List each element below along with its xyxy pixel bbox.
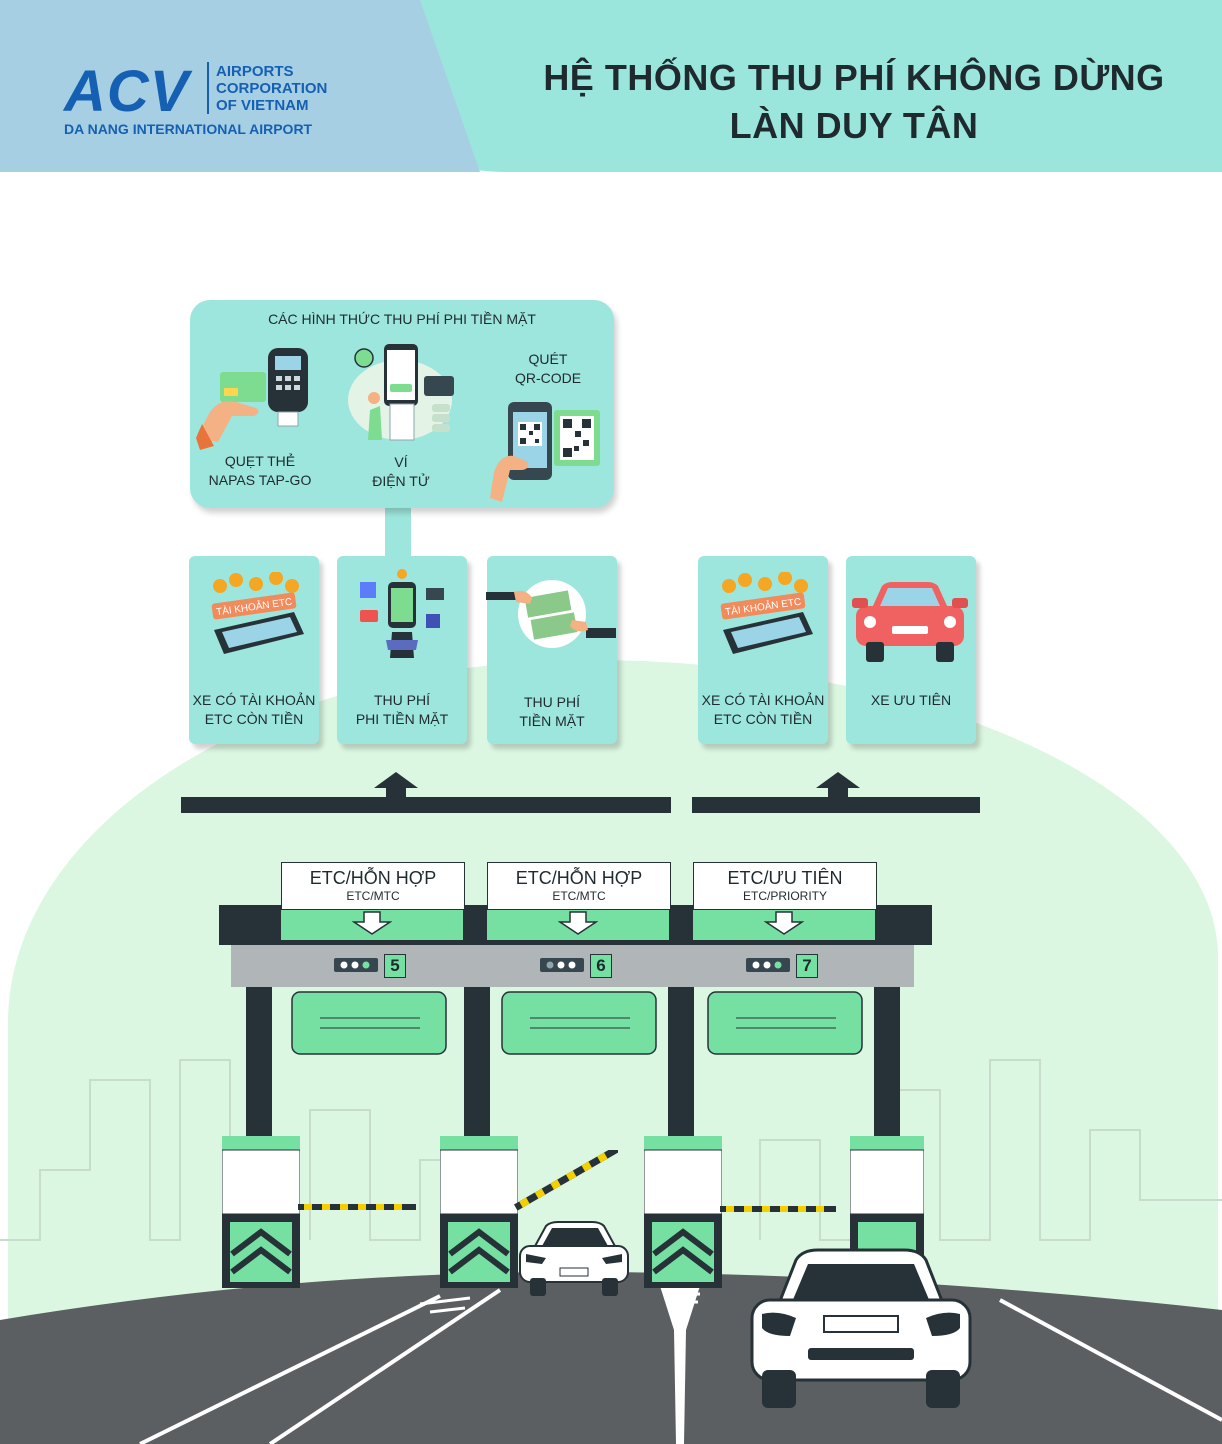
lane-number-6: 6 [590, 954, 612, 978]
title-line-2: LÀN DUY TÂN [729, 105, 979, 146]
lane-panel [501, 991, 657, 1055]
method-card-line1: QUẸT THẺ [224, 453, 296, 469]
logo-subtitle: AIRPORTS CORPORATION OF VIETNAM [216, 63, 328, 114]
card-tap-icon [196, 348, 308, 450]
card-1-line2: ETC CÒN TIỀN [204, 711, 304, 727]
down-arrow-icon [352, 911, 392, 935]
lane-card-label: XE CÓ TÀI KHOẢN ETC CÒN TIỀN [189, 691, 319, 729]
barrier-arm-raised [514, 1150, 618, 1211]
flow-bar-right [692, 797, 980, 813]
card-2-line1: THU PHÍ [374, 692, 430, 708]
booth-sign-7: ETC/ƯU TIÊN ETC/PRIORITY [693, 862, 877, 910]
flow-bar-left [181, 797, 671, 813]
method-qr-line2: QR-CODE [514, 370, 582, 386]
booth-sign-sub: ETC/PRIORITY [742, 889, 827, 903]
lane-card-label: XE CÓ TÀI KHOẢN ETC CÒN TIỀN [698, 691, 828, 729]
lane-card-label: THU PHÍ PHI TIỀN MẶT [337, 691, 467, 729]
panel-connector [385, 505, 411, 557]
barrier-arm [298, 1204, 416, 1210]
method-qr-line1: QUÉT [528, 351, 568, 367]
acv-logo: ACV [64, 59, 190, 124]
lamp-lights [546, 961, 576, 969]
method-card-line2: NAPAS TAP-GO [208, 472, 312, 488]
etc-account-phone-icon: TÀI KHOẢN ETC [211, 572, 304, 654]
priority-car-icon [852, 582, 968, 662]
barrier-arm [720, 1206, 836, 1212]
lamp-lights [340, 961, 370, 969]
page-title: HỆ THỐNG THU PHÍ KHÔNG DỪNG LÀN DUY TÂN [520, 54, 1188, 150]
airport-name: DA NANG INTERNATIONAL AIRPORT [64, 121, 313, 137]
booth-sign-main: ETC/ƯU TIÊN [727, 868, 843, 888]
card-4-line2: ETC CÒN TIỀN [713, 711, 813, 727]
card-3-line1: THU PHÍ [524, 694, 580, 710]
booth-sign-main: ETC/HỖN HỢP [309, 868, 437, 888]
up-arrow-icon [374, 772, 418, 802]
booth-sign-main: ETC/HỖN HỢP [515, 868, 643, 888]
lane-number-5: 5 [384, 954, 406, 978]
lane-panel [707, 991, 863, 1055]
qr-scan-icon [490, 402, 600, 502]
car-small [519, 1221, 629, 1296]
cashless-payment-icon [360, 569, 444, 658]
card-1-line1: XE CÓ TÀI KHOẢN [192, 692, 316, 708]
booth-sign-sub: ETC/MTC [346, 889, 400, 903]
card-4-line1: XE CÓ TÀI KHOẢN [701, 692, 825, 708]
e-wallet-icon [348, 344, 454, 441]
panel-title: CÁC HÌNH THỨC THU PHÍ PHI TIỀN MẶT [268, 311, 536, 327]
card-3-line2: TIỀN MẶT [519, 713, 585, 729]
method-wallet-label: VÍ ĐIỆN TỬ [344, 453, 458, 491]
logo-divider [207, 62, 209, 114]
method-qr-label: QUÉT QR-CODE [494, 350, 602, 388]
booth-sign-5: ETC/HỖN HỢP ETC/MTC [281, 862, 465, 910]
header-title-band [382, 0, 1222, 172]
down-arrow-icon [558, 911, 598, 935]
toll-booth [850, 1136, 924, 1256]
method-wallet-line2: ĐIỆN TỬ [372, 473, 430, 489]
lane-card-label: THU PHÍ TIỀN MẶT [487, 693, 617, 731]
booth-sign-6: ETC/HỖN HỢP ETC/MTC [487, 862, 671, 910]
lane-card-label: XE ƯU TIÊN [846, 691, 976, 710]
title-line-1: HỆ THỐNG THU PHÍ KHÔNG DỪNG [543, 57, 1165, 98]
lane-panel [291, 991, 447, 1055]
card-2-line2: PHI TIỀN MẶT [355, 711, 449, 727]
etc-account-phone-icon: TÀI KHOẢN ETC [720, 572, 813, 654]
toll-booth [440, 1136, 518, 1288]
booth-sign-sub: ETC/MTC [552, 889, 606, 903]
toll-booth [644, 1136, 722, 1288]
toll-booth [222, 1136, 300, 1288]
up-arrow-icon [816, 772, 860, 802]
lamp-lights [752, 961, 782, 969]
down-arrow-icon [764, 911, 804, 935]
background-blob [8, 660, 1218, 1320]
method-wallet-line1: VÍ [394, 454, 408, 470]
header-brand-band [0, 0, 480, 172]
cash-handover-icon [486, 580, 616, 648]
car-large [750, 1248, 972, 1408]
lane-number-7: 7 [796, 954, 818, 978]
method-card-label: QUẸT THẺ NAPAS TAP-GO [196, 452, 324, 490]
card-5-line1: XE ƯU TIÊN [870, 692, 952, 708]
